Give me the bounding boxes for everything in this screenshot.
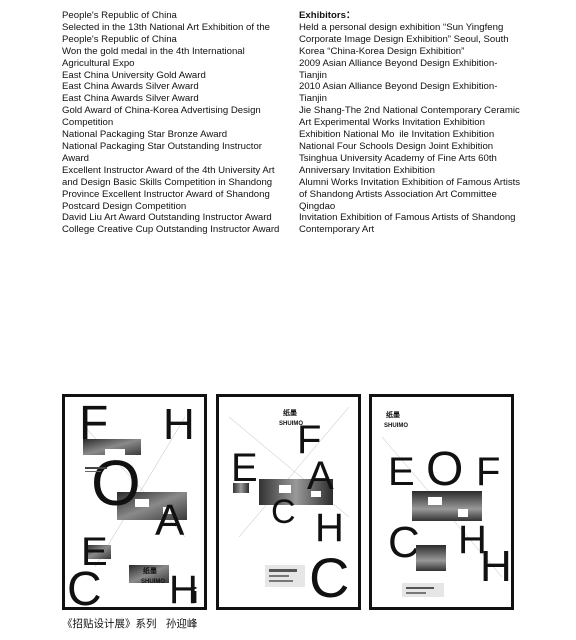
poster-letter: C (67, 563, 102, 607)
brand-label: SHUIMO (384, 423, 408, 429)
ink-wash-block (233, 483, 249, 493)
logo-glyph: 纸墨 (283, 408, 297, 417)
award-line: National Packaging Star Outstanding Inst… (62, 140, 262, 152)
award-line: People's Republic of China (62, 10, 177, 21)
exhibitor-line: Held a personal design exhibition “Sun Y… (299, 21, 504, 33)
exhibitor-line: Alumni Works Invitation Exhibition of Fa… (299, 176, 521, 188)
award-line: National Packaging Star Bronze Award (62, 129, 228, 141)
poster-letter: i (193, 583, 198, 607)
award-line: College Creative Cup Outstanding Instruc… (62, 224, 280, 236)
exhibitor-line: Exhibition National Mo ile Invitation Ex… (299, 129, 495, 141)
exhibitor-line: Corporate Image Design Exhibition” Seoul… (299, 33, 509, 45)
exhibitor-line: Contemporary Art (299, 224, 375, 236)
poster-letter: H (458, 518, 487, 562)
poster-1-artwork: F H O A E C H i 纸墨 SHUIMO (67, 397, 198, 607)
poster-letter: H (480, 542, 511, 591)
award-line: Competition (62, 117, 114, 129)
poster-letter: H (169, 568, 198, 607)
poster-letter: C (388, 518, 420, 567)
poster-letter: F (79, 397, 108, 450)
poster-letter: E (231, 446, 258, 490)
exhibitor-line: Korea “China-Korea Design Exhibition” (299, 45, 465, 57)
award-line: People's Republic of China (62, 33, 177, 45)
exhibitor-line: Qingdao (299, 200, 336, 212)
award-line: Postcard Design Competition (62, 200, 187, 212)
poster-caption: 《招贴设计展》系列 孙迎峰 (62, 616, 203, 631)
award-line: Excellent Instructor Award of the 4th Un… (62, 164, 275, 176)
poster-letter: O (426, 443, 463, 496)
brand-label: SHUIMO (141, 579, 165, 585)
award-line: Won the gold medal in the 4th Internatio… (62, 45, 245, 57)
ink-wash-block (117, 492, 187, 520)
award-line: Province Excellent Instructor Award of S… (62, 188, 270, 200)
award-line: David Liu Art Award Outstanding Instruct… (62, 212, 272, 224)
exhibitor-line: Tianjin (299, 93, 327, 105)
poster-2-artwork: 纸墨 SHUIMO E F A C H C (228, 406, 349, 607)
exhibitor-line: 2010 Asian Alliance Beyond Design Exhibi… (299, 81, 498, 93)
exhibitor-line: Jie Shang-The 2nd National Contemporary … (299, 105, 520, 117)
award-line: Agricultural Expo (62, 57, 135, 69)
ink-wash-block (129, 565, 169, 583)
poster-1: F H O A E C H i 纸墨 SHUIMO (62, 394, 207, 610)
award-line: and Design Basic Skills Competition in S… (62, 176, 273, 188)
award-line: Gold Award of China-Korea Advertising De… (62, 105, 261, 117)
brand-label: SHUIMO (279, 421, 303, 427)
poster-2: 纸墨 SHUIMO E F A C H C (216, 394, 361, 610)
poster-3: 纸墨 SHUIMO E O F C H H (369, 394, 514, 610)
exhibitor-line: Tianjin (299, 69, 327, 81)
poster-letter: O (91, 447, 141, 519)
poster-letter: C (309, 546, 349, 607)
poster-3-artwork: 纸墨 SHUIMO E O F C H H (381, 410, 511, 597)
logo-glyph: 纸墨 (143, 566, 157, 575)
poster-letter: E (81, 530, 108, 574)
caption-title: 《招贴设计展》系列 (62, 618, 157, 630)
ink-wash-block (83, 439, 141, 455)
exhibitors-lines: Held a personal design exhibition “Sun Y… (299, 22, 521, 236)
exhibitor-line: 2009 Asian Alliance Beyond Design Exhibi… (299, 57, 498, 69)
award-line: East China Awards Silver Award (62, 81, 199, 93)
poster-letter: H (163, 400, 195, 449)
ink-wash-block (85, 545, 111, 559)
exhibitor-line: Invitation Exhibition of Famous Artists … (299, 212, 516, 224)
exhibitor-line: National Four Schools Design Joint Exhib… (299, 140, 494, 152)
caption-author: 孙迎峰 (165, 618, 198, 630)
poster-letter: H (315, 506, 344, 550)
exhibitors-heading: Exhibitors： (299, 10, 356, 21)
poster-letter: F (476, 450, 500, 494)
poster-letter: F (297, 418, 321, 462)
exhibitors-list: Exhibitors： Held a personal design exhib… (299, 10, 521, 236)
award-line: East China Awards Silver Award (62, 93, 199, 105)
award-line: East China University Gold Award (62, 69, 206, 81)
ink-wash-block (416, 545, 446, 571)
poster-letter: A (307, 454, 334, 498)
poster-letter: C (271, 493, 296, 531)
ink-wash-block (412, 491, 482, 521)
logo-glyph: 纸墨 (386, 410, 400, 419)
poster-letter: A (155, 496, 185, 545)
exhibitor-line: Art Experimental Works Invitation Exhibi… (299, 117, 485, 129)
award-line: Award (62, 152, 90, 164)
exhibitor-line: Anniversary Invitation Exhibition (299, 164, 435, 176)
award-line: Selected in the 13th National Art Exhibi… (62, 21, 270, 33)
exhibitor-line: of Shandong Artists Association Art Comm… (299, 188, 497, 200)
exhibitor-line: Tsinghua University Academy of Fine Arts… (299, 152, 497, 164)
poster-letter: E (388, 450, 415, 494)
